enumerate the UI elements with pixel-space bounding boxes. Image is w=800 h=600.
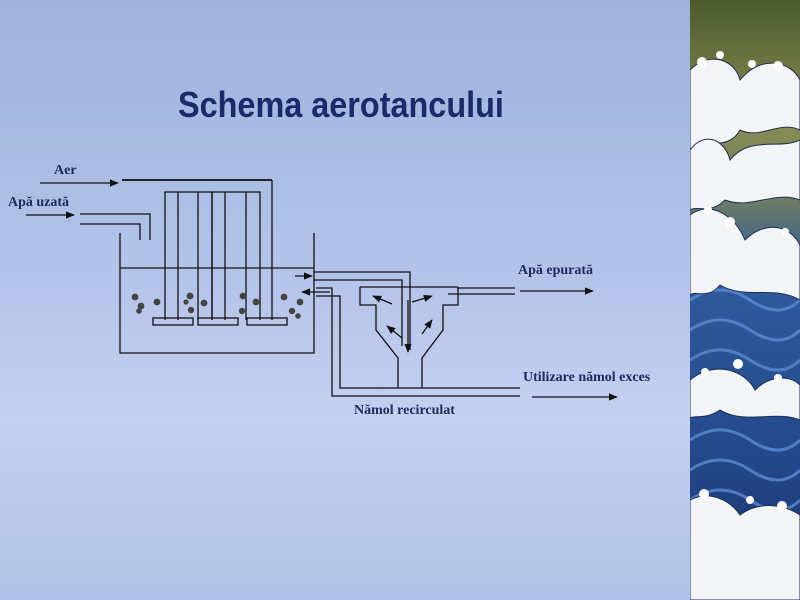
treated-water-label: Apă epurată [518,263,594,278]
sludge-return-pipe [316,287,520,397]
recirculated-sludge-label: Nămol recirculat [354,403,455,418]
air-label: Aer [54,163,77,178]
diffuser-3 [246,317,288,326]
mixed-liquor-pipe [314,271,411,350]
air-pipe-2 [211,191,261,320]
slide-title: Schema aerotancului [178,84,504,125]
aeration-tank [119,233,315,354]
diffuser-2 [197,317,239,326]
wastewater-pipe [80,213,151,240]
aeration-tank-diagram [26,179,618,401]
ocean-wave-art [690,0,800,600]
wastewater-label: Apă uzată [8,195,70,210]
diffuser-1 [152,317,194,326]
secondary-settler [359,287,399,388]
excess-sludge-label: Utilizare nămol exces [523,370,651,385]
treated-water-pipe [457,287,515,289]
